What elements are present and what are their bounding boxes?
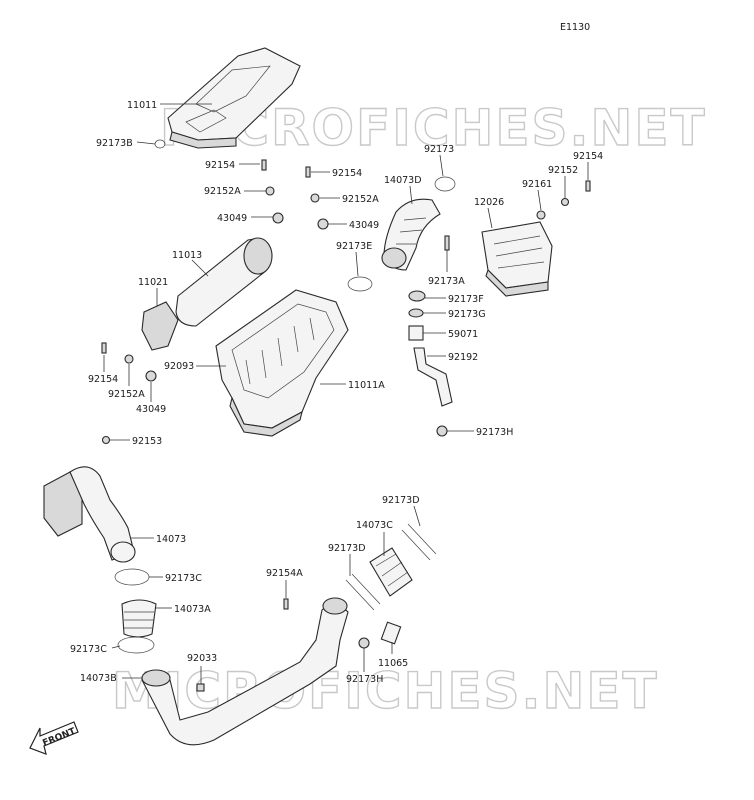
clamp-92173-upper (434, 176, 456, 192)
label-92152A-left: 92152A (108, 389, 145, 400)
clamp-92173G (408, 308, 424, 318)
clamp-92173F (408, 290, 426, 302)
label-43049-top-left: 43049 (217, 213, 247, 224)
label-43049-top-mid: 43049 (349, 220, 379, 231)
diagram-code: E1130 (560, 22, 590, 33)
label-92161: 92161 (522, 179, 552, 190)
clamp-92173A (444, 235, 450, 251)
grommet-43049-top-left (272, 212, 284, 224)
clamp-92173E (347, 276, 373, 292)
air-filter-element (175, 237, 273, 327)
label-11013: 11013 (172, 250, 202, 261)
label-92173B: 92173B (96, 138, 133, 149)
label-92154-right: 92154 (573, 151, 603, 162)
boot-14073C (369, 547, 413, 597)
clamp-92173C-upper (114, 568, 150, 586)
collar-92152A-top-mid (310, 193, 320, 203)
label-43049-left: 43049 (136, 404, 166, 415)
screw-92153 (101, 435, 111, 445)
plug-59071 (408, 325, 424, 341)
front-arrow: FRONT (29, 721, 79, 755)
grommet-43049-left (145, 370, 157, 382)
grommet-92161 (536, 210, 546, 220)
collar-92152 (560, 197, 570, 207)
label-92153: 92153 (132, 436, 162, 447)
clamp-92173C-lower (117, 636, 155, 654)
intake-silencer (481, 221, 553, 297)
intake-duct-14073 (43, 466, 136, 563)
label-92152: 92152 (548, 165, 578, 176)
label-92173E: 92173E (336, 241, 372, 252)
boot-14073A (121, 599, 157, 638)
label-11011: 11011 (127, 100, 157, 111)
label-92173H-lower: 92173H (346, 674, 383, 685)
label-59071: 59071 (448, 329, 478, 340)
label-92173F: 92173F (448, 294, 484, 305)
label-14073C: 14073C (356, 520, 393, 531)
label-92152A-top-mid: 92152A (342, 194, 379, 205)
drain-hose-92192 (413, 347, 453, 407)
label-92033: 92033 (187, 653, 217, 664)
leader-lines (103, 103, 589, 684)
label-92173C-lower: 92173C (70, 644, 107, 655)
label-11011A: 11011A (348, 380, 385, 391)
bolt-92154A (283, 598, 289, 610)
grommet-43049-top-mid (317, 218, 329, 230)
label-92173H-right: 92173H (476, 427, 513, 438)
clamp-92173D-right (401, 523, 437, 561)
bolt-92154-right (585, 180, 591, 192)
watermark-bottom: MICROFICHES.NET (112, 662, 659, 720)
clamp-92173D-left (345, 573, 381, 611)
label-92173-upper: 92173 (424, 144, 454, 155)
bolt-92154-left (101, 342, 107, 354)
air-cleaner-case (215, 289, 349, 437)
label-14073B: 14073B (80, 673, 117, 684)
intake-duct-upper (381, 198, 441, 271)
intake-duct-lower (141, 597, 349, 746)
clip-92033 (196, 683, 205, 692)
label-14073A: 14073A (174, 604, 211, 615)
label-92173D-right: 92173D (382, 495, 420, 506)
label-92173G: 92173G (448, 309, 486, 320)
collar-92152A-left (124, 354, 134, 364)
label-92154-top-left: 92154 (205, 160, 235, 171)
label-92154-left: 92154 (88, 374, 118, 385)
clip-92173H-right (436, 425, 448, 437)
bolt-92154-top-left (261, 159, 267, 171)
label-14073D: 14073D (384, 175, 422, 186)
clip-92173H-lower (358, 637, 370, 649)
bolt-92154-top-mid (305, 166, 311, 178)
label-11065: 11065 (378, 658, 408, 669)
label-92152A-top-left: 92152A (204, 186, 241, 197)
label-92154-top-mid: 92154 (332, 168, 362, 179)
label-92093: 92093 (164, 361, 194, 372)
collar-92152A-top-left (265, 186, 275, 196)
part-labels: 11011 92173B 92154 92152A 43049 92154 92… (70, 100, 603, 685)
plug-11065 (380, 621, 402, 645)
label-92173C-upper: 92173C (165, 573, 202, 584)
label-11021: 11021 (138, 277, 168, 288)
label-92192: 92192 (448, 352, 478, 363)
label-14073: 14073 (156, 534, 186, 545)
label-92154A: 92154A (266, 568, 303, 579)
label-12026: 12026 (474, 197, 504, 208)
label-92173A: 92173A (428, 276, 465, 287)
air-cleaner-cover (167, 47, 301, 149)
breather-part (141, 301, 179, 351)
label-92173D-left: 92173D (328, 543, 366, 554)
